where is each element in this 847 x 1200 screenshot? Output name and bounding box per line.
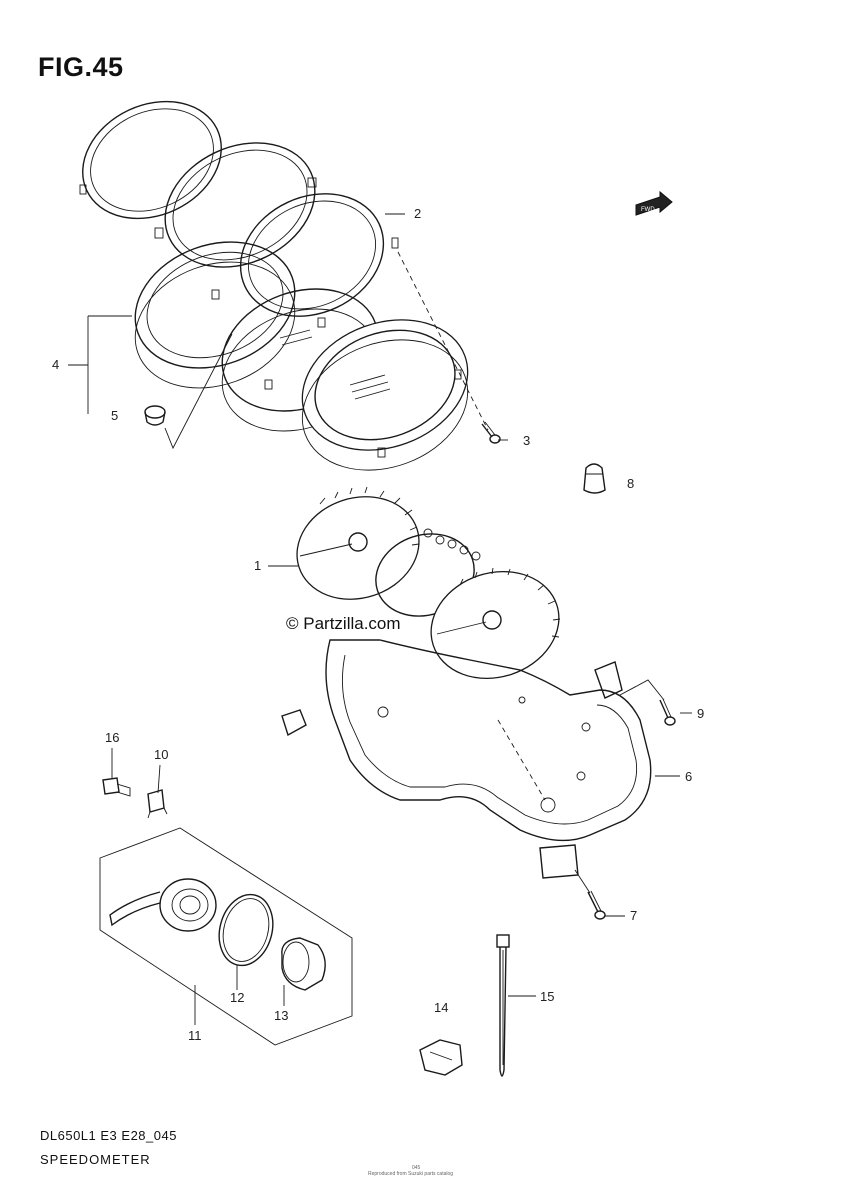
callout-9: 9 <box>697 706 705 721</box>
callout-10: 10 <box>154 747 169 762</box>
part-8-cap <box>583 463 606 494</box>
callout-8: 8 <box>627 476 635 491</box>
part-1-meter-panel <box>296 486 561 680</box>
callout-16: 16 <box>105 730 120 745</box>
fwd-label: FWD <box>641 207 655 213</box>
callout-6: 6 <box>685 769 693 784</box>
part-2-cover-rings <box>79 100 399 328</box>
callout-3: 3 <box>523 433 531 448</box>
section-name: SPEEDOMETER <box>40 1152 151 1167</box>
part-6-lower-case <box>281 639 652 879</box>
part-4-meter-case <box>134 241 469 471</box>
copyright-note: Reproduced from Suzuki parts catalog <box>368 1171 454 1177</box>
model-code: DL650L1 E3 E28_045 <box>40 1128 177 1143</box>
part-16-bolt <box>102 777 131 797</box>
part-7-screw <box>587 890 606 920</box>
part-14-clip <box>419 1039 463 1076</box>
part-3-screw <box>481 421 501 444</box>
callout-15: 15 <box>540 989 555 1004</box>
callout-12: 12 <box>230 990 245 1005</box>
callout-7: 7 <box>630 908 638 923</box>
page-id: 045 <box>412 1165 421 1171</box>
callout-4: 4 <box>52 357 60 372</box>
part-10-clamp <box>147 789 168 819</box>
callout-14: 14 <box>434 1000 449 1015</box>
callout-11: 11 <box>188 1028 202 1043</box>
callout-13: 13 <box>274 1008 289 1023</box>
callout-5: 5 <box>111 408 119 423</box>
figure-title: FIG.45 <box>38 52 124 82</box>
part-9-screw <box>659 698 676 726</box>
leader-lines <box>68 213 692 1025</box>
part-11-bulb-socket-kit <box>99 827 353 1046</box>
callout-1: 1 <box>254 558 262 573</box>
part-15-cable-tie <box>496 934 510 1077</box>
fwd-arrow-icon: FWD <box>635 190 673 216</box>
callout-2: 2 <box>414 206 422 221</box>
watermark: © Partzilla.com <box>286 614 401 633</box>
part-5-grommet <box>144 405 166 426</box>
